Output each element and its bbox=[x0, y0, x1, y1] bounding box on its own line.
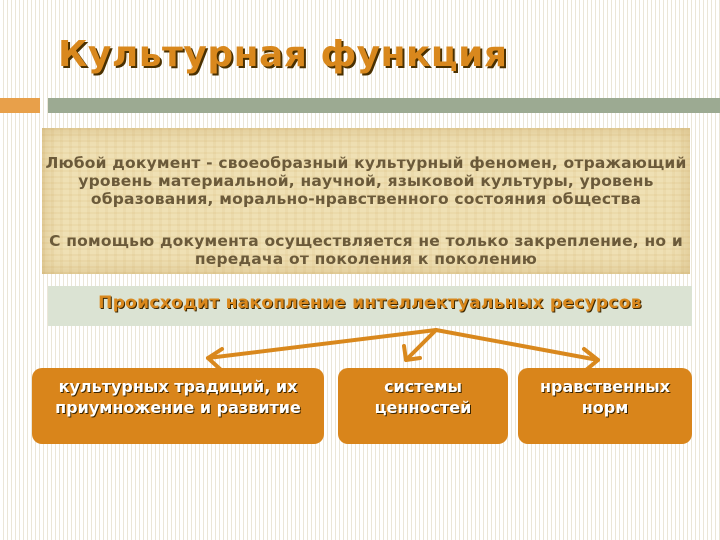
accent-bar-orange bbox=[0, 98, 40, 113]
box-value-system: системы ценностей bbox=[338, 368, 508, 444]
paragraph-document-phenomenon: Любой документ - своеобразный культурный… bbox=[45, 154, 687, 208]
accent-bar-green bbox=[48, 98, 720, 113]
arrow-right bbox=[434, 328, 600, 362]
subheading-text: Происходит накопление интеллектуальных р… bbox=[98, 293, 642, 313]
arrow-middle bbox=[404, 328, 438, 362]
box-cultural-traditions-text: культурных традиций, их приумножение и р… bbox=[55, 377, 301, 417]
box-moral-norms: нравственных норм bbox=[518, 368, 692, 444]
arrowhead-left bbox=[206, 347, 224, 371]
arrowhead-right bbox=[582, 347, 600, 372]
box-value-system-text: системы ценностей bbox=[374, 377, 472, 417]
text-panel: Любой документ - своеобразный культурный… bbox=[42, 128, 690, 274]
subheading-banner: Происходит накопление интеллектуальных р… bbox=[48, 286, 692, 326]
box-moral-norms-text: нравственных норм bbox=[539, 377, 671, 417]
arrow-left bbox=[206, 328, 438, 360]
paragraph-transmission: С помощью документа осуществляется не то… bbox=[49, 232, 683, 268]
arrowhead-middle bbox=[402, 344, 422, 362]
box-cultural-traditions: культурных традиций, их приумножение и р… bbox=[32, 368, 324, 444]
slide-title: Культурная функция bbox=[58, 34, 508, 75]
